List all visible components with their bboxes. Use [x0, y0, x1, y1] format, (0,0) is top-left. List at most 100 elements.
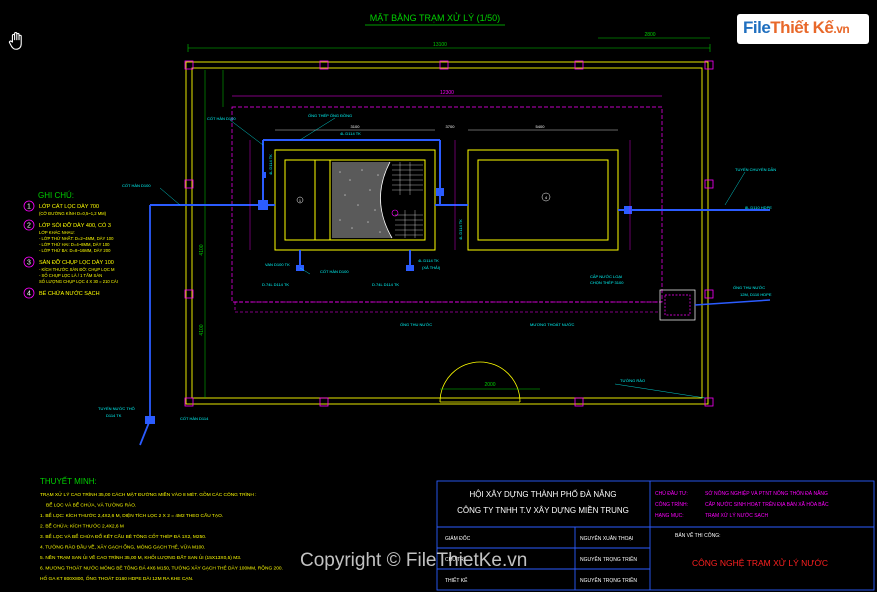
inlet-pipe: [139, 205, 151, 446]
label-ong-thu-nuoc: ỐNG THU NƯỚC: [400, 322, 432, 327]
drain-channel: [234, 301, 660, 313]
note-text: BỂ CHỨA NƯỚC SẠCH: [39, 290, 100, 297]
note-subtext: - SỐ CHỤP LỌC LÀ / 1 TẤM SÀN: [39, 273, 102, 278]
note-subtext: LỚP KHÁC NHAU:: [39, 230, 75, 235]
explanation-line: 4. TƯỜNG RÀO ĐẦU VỀ, XÂY GẠCH ỐNG, MÓNG …: [40, 544, 205, 551]
note-number-circle: [23, 287, 35, 299]
label-mid-1: CỐT HÀN D100: [320, 269, 349, 274]
left-dimensions: [204, 70, 224, 398]
title-val-hang-muc: TRẠM XỬ LÝ NƯỚC SẠCH: [705, 512, 769, 519]
title-sheet-title: CÔNG NGHỆ TRẠM XỬ LÝ NƯỚC: [692, 557, 828, 568]
label-pipe-top-mid: ỐNG THÉP ỐNG ĐỒNG: [308, 113, 352, 118]
title-block: [436, 480, 875, 591]
title-org1: HỘI XÂY DỰNG THÀNH PHỐ ĐÀ NẴNG: [469, 489, 616, 499]
gate: [439, 361, 521, 403]
clean-water-tank: [467, 149, 619, 251]
note-subtext: (CỠ ĐƯỜNG KÍNH D=0,5~1,2 MM): [39, 211, 107, 216]
label-tuong-rao: TƯỜNG RÀO: [620, 378, 645, 383]
dim-right-segment: 2800: [644, 32, 655, 38]
note-subtext: - LỚP THỨ NHẤT: D=2~4MM, DÀY 100: [39, 236, 114, 241]
explanation-line: 3. BỂ LỌC VÀ BỂ CHỨA ĐỔ KẾT CẤU BÊ TÔNG …: [40, 532, 206, 540]
note-number: 1: [27, 204, 31, 211]
note-number-circle: [23, 256, 35, 268]
title-row-role-1: CHỦ TRÌ: [445, 556, 466, 563]
note-number-circle: [23, 219, 35, 231]
tank-marker-3: [391, 209, 399, 217]
title-row-role-2: THIẾT KẾ: [445, 577, 468, 584]
main-pipe: [150, 139, 770, 270]
label-bottom-left-3: CỐT HÀN D114: [180, 416, 209, 421]
label-box-1: ỐNG THU NƯỚC: [733, 285, 765, 290]
tank-marker-1: [296, 196, 304, 204]
label-mid-5: 4L D114 TK: [418, 258, 439, 263]
label-box-2: 12M, D110 HDPE: [740, 292, 772, 297]
title-rows: GIÁM ĐỐC NGUYỄN XUÂN THOẠI CHỦ TRÌ NGUYỄ…: [445, 535, 637, 584]
title-val-cong-trinh: CẤP NƯỚC SINH HOẠT TRÊN ĐỊA BÀN XÃ HÒA B…: [705, 500, 829, 508]
tank-marker-4-label: 4: [545, 195, 548, 200]
fence-outline: [185, 61, 709, 405]
note-subtext: - KÍCH THƯỚC SÀN ĐỠ: CHỤP LỌC M: [39, 267, 115, 272]
explanation-line: 5. NỀN TRẠM SAN ỦI VỀ CAO TRÌNH 35,00 M,…: [40, 554, 241, 561]
explanation-line: 2. BỂ CHỨA: KÍCH THƯỚC 2,4X2,6 M: [40, 523, 124, 530]
dim-inner-12300: 12300: [440, 90, 454, 96]
note-subtext: - LỚP THỨ HAI: D=4~8MM, DÀY 100: [39, 242, 110, 247]
title-org2: CÔNG TY TNHH T.V XÂY DỰNG MIỀN TRUNG: [457, 505, 629, 515]
label-pipe-d114-b: 4L D114 TK: [268, 154, 273, 175]
explanation-lines: TRẠM XỬ LÝ CAO TRÌNH 35,00 CÁCH MẶT ĐƯỜN…: [40, 491, 283, 582]
note-text: LỚP CÁT LỌC DÀY 700: [39, 203, 99, 210]
pan-hand-icon[interactable]: [6, 30, 28, 52]
notes-heading: GHI CHÚ:: [38, 191, 74, 200]
logo-part-3: .vn: [833, 22, 850, 36]
site-logo[interactable]: FileThiết Kế.vn: [737, 14, 869, 44]
label-right-pipe: TUYẾN CHUYỂN DẪN: [735, 167, 776, 172]
magenta-dims: [249, 140, 631, 250]
dim-overall-width: 13100: [433, 42, 447, 48]
drawing-title: MẶT BẰNG TRẠM XỬ LÝ (1/50): [370, 12, 500, 23]
label-bottom-left-2: D114 TK: [106, 413, 122, 418]
title-row-name-0: NGUYỄN XUÂN THOẠI: [580, 535, 633, 542]
tank-marker-1-label: 1: [299, 199, 301, 203]
label-mid-6: (XẢ THẢI): [422, 265, 441, 270]
label-pipe-top-left: CỐT HÀN D100: [207, 116, 236, 121]
dim-left-height-1: 4100: [199, 244, 205, 255]
title-row-role-0: GIÁM ĐỐC: [445, 535, 471, 542]
tank-marker-4: [541, 192, 551, 202]
label-mid-4: D.74L D114 TK: [372, 282, 399, 287]
title-ban-ve: BẢN VẼ THI CÔNG:: [675, 532, 720, 539]
explanation-line: HỐ GA KT 800X800, ỐNG THOÁT D160 HDPE DÀ…: [40, 575, 193, 582]
label-mid-3: D.74L D114 TK: [262, 282, 289, 287]
outlet-pipe: [694, 299, 771, 306]
label-pipe-left-valve: CỐT HÀN D100: [122, 183, 151, 188]
note-number: 3: [27, 260, 31, 267]
explanation-line: BỂ LỌC VÀ BỂ CHỨA, VÀ TƯỜNG RÀO.: [46, 502, 136, 509]
label-mid-box-b: CHỌN THÉP 3100: [590, 280, 624, 285]
label-pipe-d114: 4L D114 TK: [340, 131, 361, 136]
label-bottom-left-1: TUYẾN NƯỚC THÔ: [98, 406, 135, 411]
explanation-line: 1. BỂ LỌC: KÍCH THƯỚC 2,4X2,6 M, DIỆN TÍ…: [40, 511, 223, 519]
leader-lines: [159, 117, 746, 399]
label-right-pipe-b: 8L D110 HDPE: [745, 205, 772, 210]
logo-part-1: File: [743, 18, 771, 37]
label-muong-thoat: MƯƠNG THOÁT NƯỚC: [530, 322, 575, 327]
notes-list: 1 LỚP CÁT LỌC DÀY 700(CỠ ĐƯỜNG KÍNH D=0,5…: [23, 200, 118, 299]
label-mid-box: CẤP NƯỚC LOẠI: [590, 274, 622, 279]
title-row-name-2: NGUYỄN TRỌNG TRIỀN: [580, 577, 637, 584]
note-subtext: - LỚP THỨ BA: D=8~16MM, DÀY 200: [39, 248, 111, 253]
note-number: 2: [27, 223, 31, 230]
inlet-valve: [145, 416, 155, 424]
title-val-chu-dau-tu: SỞ NÔNG NGHIỆP VÀ PTNT NÔNG THÔN ĐÀ NẴNG: [705, 489, 828, 497]
explanation-heading: THUYẾT MINH:: [40, 476, 97, 486]
label-mid-2: VAN D100 TK: [265, 262, 290, 267]
note-number: 4: [27, 291, 31, 298]
dim-inner-3700: 3700: [446, 124, 456, 129]
logo-part-2: Thiết Kế: [770, 18, 834, 37]
title-label-cong-trinh: CÔNG TRÌNH:: [655, 501, 688, 508]
dim-inner-5400: 5400: [536, 124, 546, 129]
title-label-hang-muc: HẠNG MỤC:: [655, 513, 684, 519]
note-subtext: SỐ LƯỢNG CHỤP LỌC 4 X 30 = 210 CÁI: [39, 279, 118, 284]
explanation-line: TRẠM XỬ LÝ CAO TRÌNH 35,00 CÁCH MẶT ĐƯỜN…: [40, 491, 256, 498]
note-text: SÀN ĐỠ CHỤP LỌC DÀY 100: [39, 259, 114, 266]
title-row-name-1: NGUYỄN TRỌNG TRIỀN: [580, 556, 637, 563]
collection-pit: [659, 289, 696, 321]
